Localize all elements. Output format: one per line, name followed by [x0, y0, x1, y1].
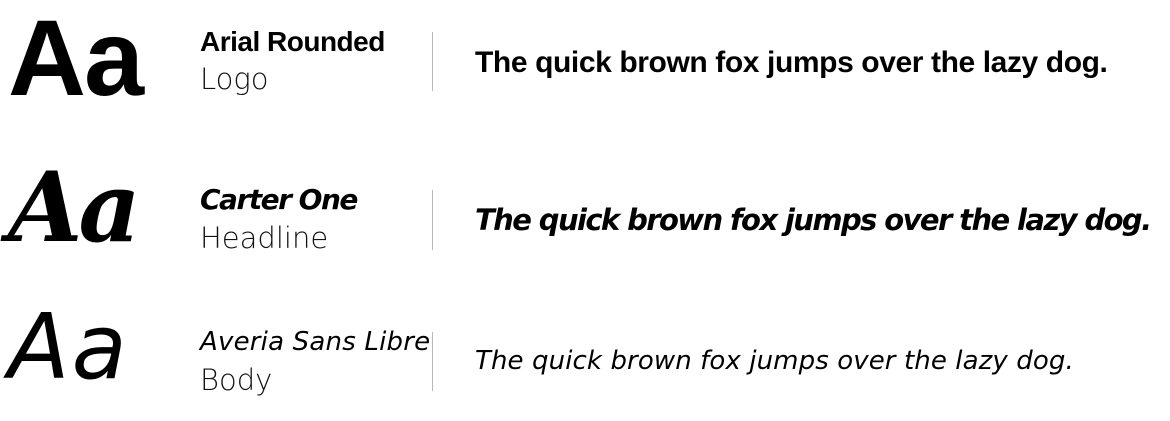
font-row-logo: Aa Arial Rounded Logo The quick brown fo… [0, 0, 1170, 120]
vertical-divider [432, 332, 433, 391]
pangram-preview: The quick brown fox jumps over the lazy … [475, 346, 1074, 376]
font-row-body: Aa Averia Sans Libre Body The quick brow… [0, 295, 1170, 415]
pangram-preview: The quick brown fox jumps over the lazy … [475, 46, 1108, 79]
font-sample-glyphs: Aa [8, 0, 144, 118]
font-name: Averia Sans Libre [200, 327, 431, 357]
font-sample-glyphs: Aa [8, 295, 129, 400]
font-sample-glyphs: Aa [8, 151, 141, 264]
vertical-divider [432, 190, 433, 250]
font-row-headline: Aa Carter One Headline The quick brown f… [0, 150, 1170, 270]
font-role: Body [200, 363, 273, 397]
font-name: Arial Rounded [200, 26, 385, 57]
vertical-divider [432, 32, 433, 91]
font-name: Carter One [200, 183, 358, 216]
pangram-preview: The quick brown fox jumps over the lazy … [475, 203, 1152, 237]
font-role: Headline [200, 221, 329, 255]
font-role: Logo [200, 62, 269, 96]
